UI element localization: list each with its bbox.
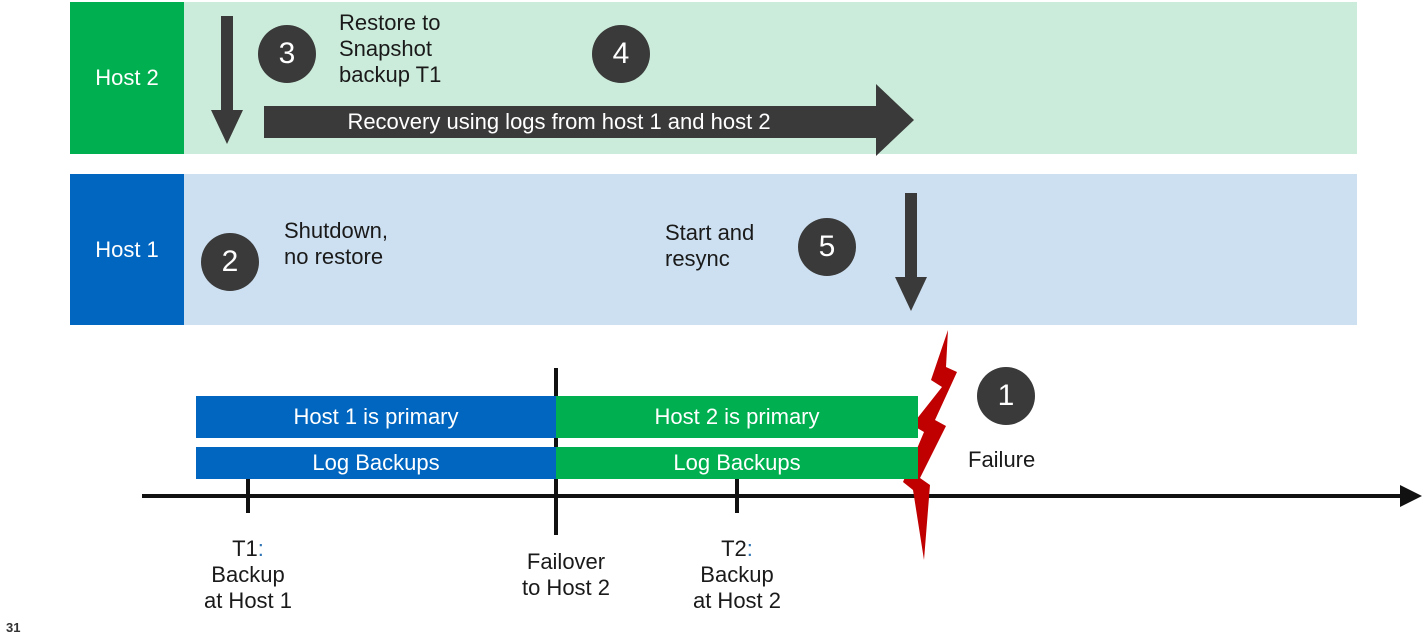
down-arrow-icon xyxy=(895,193,927,311)
marker-t1-label: T1: Backup at Host 1 xyxy=(203,536,293,613)
tick-t1 xyxy=(246,477,250,513)
recovery-arrow-label: Recovery using logs from host 1 and host… xyxy=(347,109,771,134)
step-5-text: Start and resync xyxy=(665,220,755,271)
step-2-text: Shutdown, no restore xyxy=(284,218,388,269)
down-arrow-icon xyxy=(211,16,243,144)
host2-primary-bar: Host 2 is primary xyxy=(556,396,918,438)
step-5-circle: 5 xyxy=(798,218,856,276)
step-3-circle: 3 xyxy=(258,25,316,83)
step-3-text: Restore to Snapshot backup T1 xyxy=(339,10,442,87)
host1-band: Host 1 xyxy=(70,174,1357,325)
step-2-circle: 2 xyxy=(201,233,259,291)
tick-t2 xyxy=(735,477,739,513)
host1-primary-bar: Host 1 is primary xyxy=(196,396,556,438)
host1-label: Host 1 xyxy=(70,174,184,325)
marker-failover-label: Failover to Host 2 xyxy=(521,549,611,600)
host2-label: Host 2 xyxy=(70,2,184,154)
host2-log-backups-bar: Log Backups xyxy=(556,447,918,479)
timeline-axis xyxy=(142,485,1422,507)
host1-log-backups-bar: Log Backups xyxy=(196,447,556,479)
marker-t2-label: T2: Backup at Host 2 xyxy=(692,536,782,613)
step-1-text: Failure xyxy=(968,447,1036,472)
page-number: 31 xyxy=(6,620,21,635)
right-arrow-icon xyxy=(264,84,914,156)
step-1-circle: 1 xyxy=(977,367,1035,425)
lightning-bolt-icon xyxy=(903,330,957,560)
step-4-circle: 4 xyxy=(592,25,650,83)
